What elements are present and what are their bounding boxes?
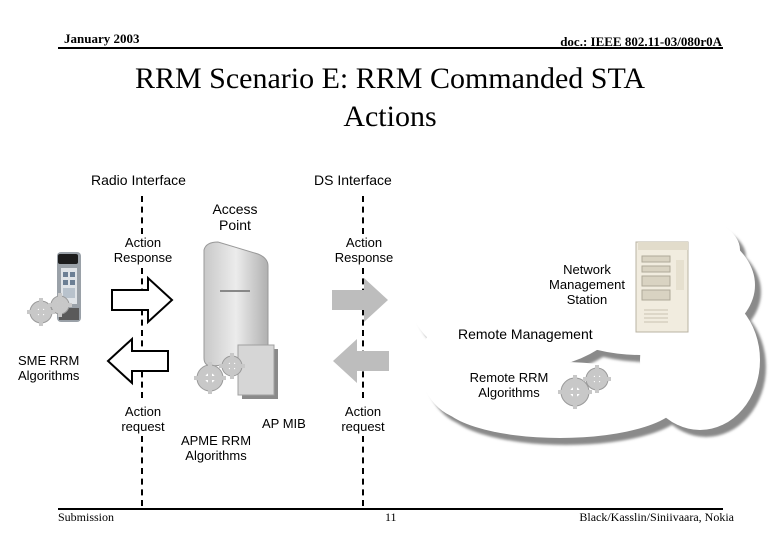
ds-interface-line-mid [362, 268, 364, 398]
access-point-label: Access Point [212, 201, 258, 233]
action-response-arrow-left [111, 275, 174, 325]
radio-interface-label: Radio Interface [91, 172, 186, 188]
remote-management-label: Remote Management [458, 326, 593, 342]
apme-gears-icon [194, 353, 245, 394]
action-request-right-label: Action request [341, 404, 385, 434]
title-line-1: RRM Scenario E: RRM Commanded STA [134, 62, 646, 95]
remote-rrm-label: Remote RRM Algorithms [469, 370, 549, 400]
header-date: January 2003 [64, 31, 140, 46]
footer-submission: Submission [58, 510, 115, 524]
title-line-2: Actions [343, 100, 437, 133]
action-response-left-label: Action Response [113, 235, 173, 265]
radio-interface-line-bottom [141, 436, 143, 506]
radio-interface-line-top [141, 196, 143, 234]
action-request-arrow-left [106, 336, 169, 386]
ap-mib-icon [237, 344, 278, 399]
footer-page-number: 11 [385, 510, 397, 524]
ds-interface-line-top [362, 196, 364, 234]
footer-rule [58, 508, 723, 510]
action-response-arrow-right [332, 278, 388, 322]
header-doc-id: doc.: IEEE 802.11-03/080r0A [560, 34, 722, 49]
ap-mib-label: AP MIB [262, 416, 306, 431]
remote-rrm-gears-icon [558, 365, 611, 409]
ds-interface-label: DS Interface [314, 172, 392, 188]
radio-interface-line-mid [141, 268, 143, 398]
header-rule [58, 47, 723, 49]
footer-authors: Black/Kasslin/Siniivaara, Nokia [579, 510, 734, 524]
action-response-right-label: Action Response [334, 235, 394, 265]
slide-title: RRM Scenario E: RRM Commanded STA Action… [60, 60, 720, 136]
apme-rrm-label: APME RRM Algorithms [180, 433, 252, 463]
network-management-station-label: Network Management Station [549, 262, 625, 307]
sme-rrm-label: SME RRM Algorithms [18, 353, 80, 383]
action-request-left-label: Action request [121, 404, 165, 434]
sta-gears-icon [27, 293, 72, 326]
ds-interface-line-bottom [362, 436, 364, 506]
action-request-arrow-right [333, 339, 389, 383]
server-icon [635, 241, 689, 333]
